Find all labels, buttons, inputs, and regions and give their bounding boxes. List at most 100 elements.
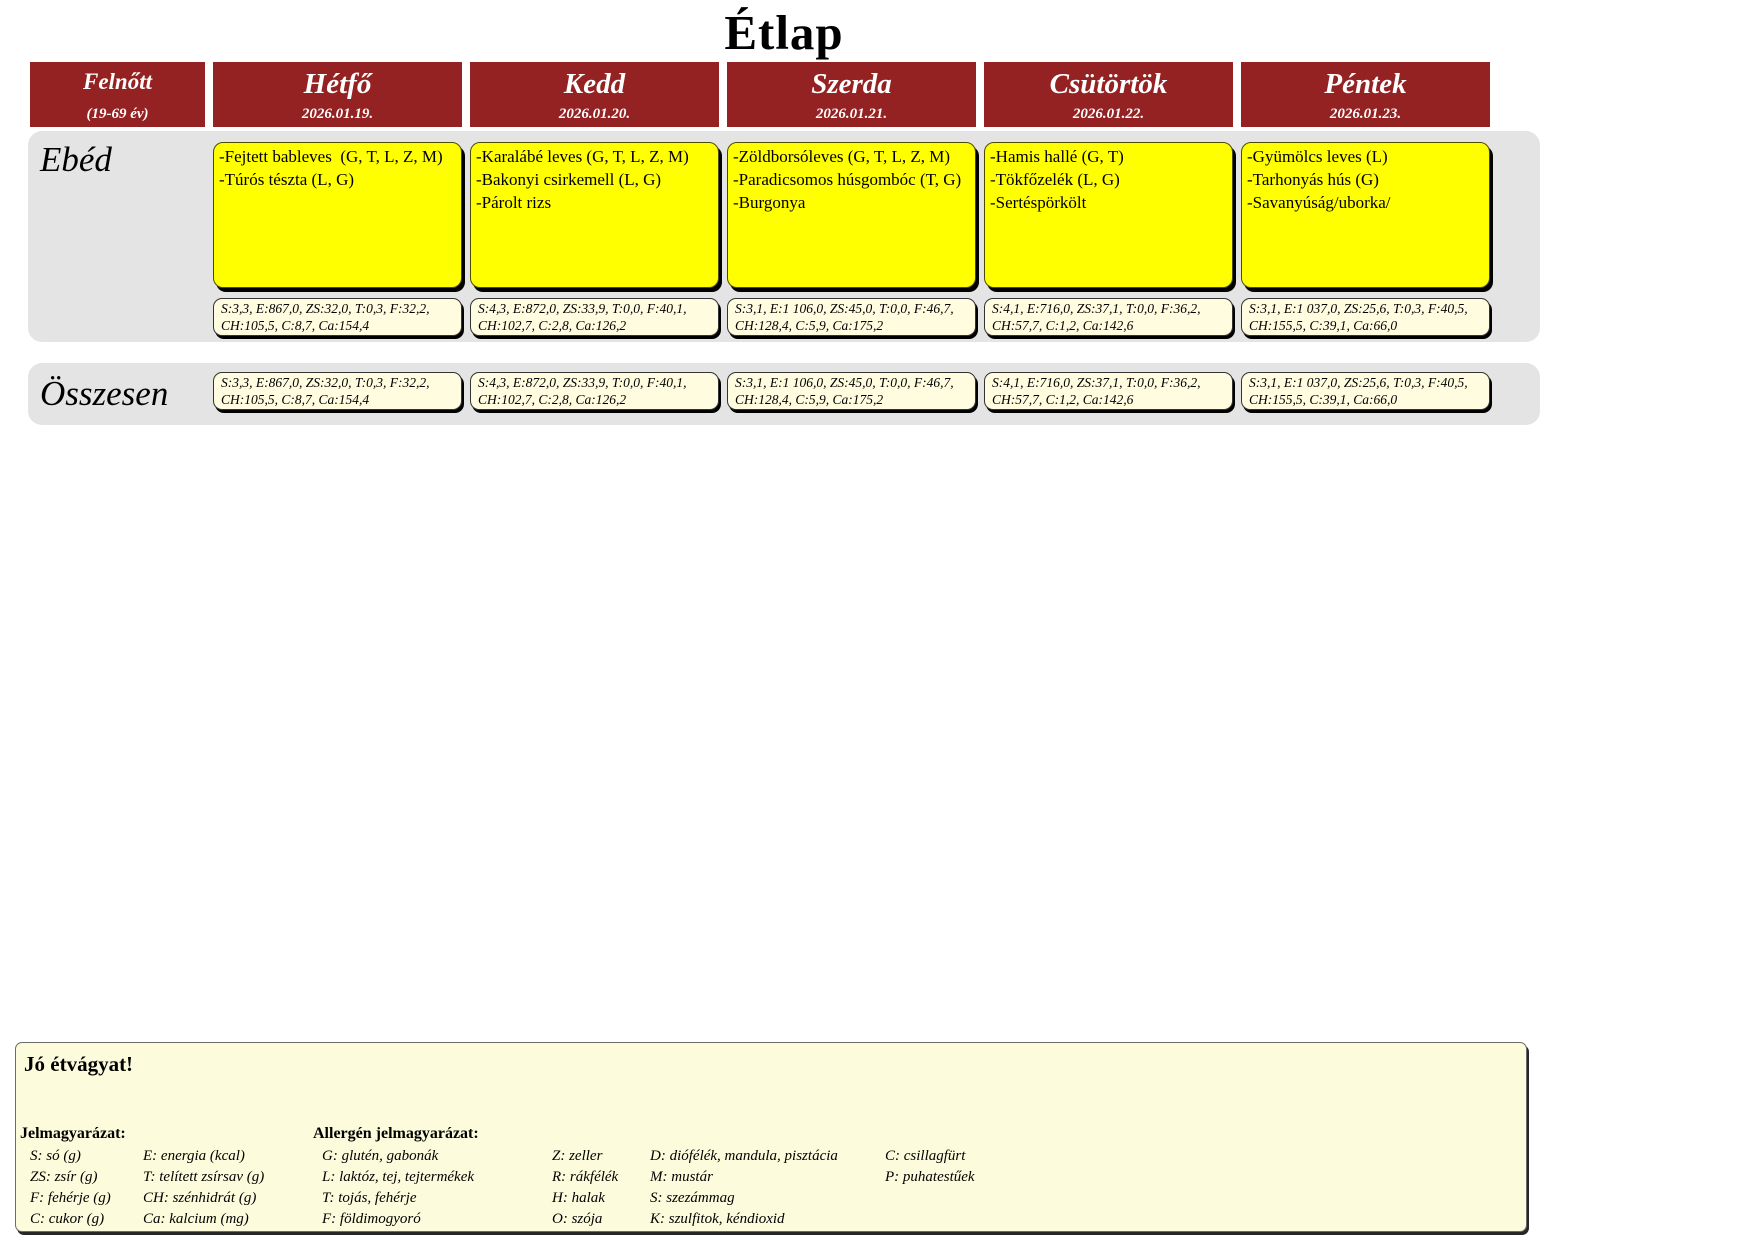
legend-column-nutrition-2: E: energia (kcal) T: telített zsírsav (g… xyxy=(143,1146,264,1230)
legend-entry: Ca: kalcium (mg) xyxy=(143,1211,249,1227)
menu-item: -Zöldborsóleves (G, T, L, Z, M) xyxy=(733,147,951,166)
lunch-menu-wednesday: -Zöldborsóleves (G, T, L, Z, M) -Paradic… xyxy=(727,142,976,288)
nutrition-line: CH:155,5, C:39,1, Ca:66,0 xyxy=(1249,318,1398,333)
nutrition-line: S:3,1, E:1 106,0, ZS:45,0, T:0,0, F:46,7… xyxy=(735,375,954,390)
day-header-thursday: Csütörtök 2026.01.22. xyxy=(984,62,1233,127)
day-date: 2026.01.23. xyxy=(1329,106,1402,122)
nutrition-line: CH:105,5, C:8,7, Ca:154,4 xyxy=(221,392,370,407)
nutrition-line: S:3,3, E:867,0, ZS:32,0, T:0,3, F:32,2, xyxy=(221,375,430,390)
nutrition-line: S:4,1, E:716,0, ZS:37,1, T:0,0, F:36,2, xyxy=(992,375,1201,390)
legend-column-allergen-4: C: csillagfürt P: puhatestűek xyxy=(885,1146,975,1188)
nutrition-line: CH:155,5, C:39,1, Ca:66,0 xyxy=(1249,392,1398,407)
nutrition-line: S:3,1, E:1 106,0, ZS:45,0, T:0,0, F:46,7… xyxy=(735,301,954,316)
legend-entry: E: energia (kcal) xyxy=(143,1148,245,1164)
total-nutrition-monday: S:3,3, E:867,0, ZS:32,0, T:0,3, F:32,2, … xyxy=(213,372,462,410)
lunch-row-label: Ebéd xyxy=(40,140,112,179)
nutrition-line: CH:102,7, C:2,8, Ca:126,2 xyxy=(478,392,627,407)
day-date: 2026.01.22. xyxy=(1072,106,1145,122)
legend-entry: O: szója xyxy=(552,1211,603,1227)
lunch-nutrition-tuesday: S:4,3, E:872,0, ZS:33,9, T:0,0, F:40,1, … xyxy=(470,298,719,336)
day-name: Péntek xyxy=(1324,68,1407,100)
legend-entry: C: csillagfürt xyxy=(885,1148,966,1164)
nutrition-line: CH:102,7, C:2,8, Ca:126,2 xyxy=(478,318,627,333)
legend-entry: L: laktóz, tej, tejtermékek xyxy=(322,1169,475,1185)
day-name: Kedd xyxy=(563,68,626,100)
day-date: 2026.01.20. xyxy=(558,106,631,122)
nutrition-line: CH:128,4, C:5,9, Ca:175,2 xyxy=(735,318,884,333)
menu-item: -Túrós tészta (L, G) xyxy=(219,170,355,189)
legend-entry: Z: zeller xyxy=(552,1148,603,1164)
menu-item: -Paradicsomos húsgombóc (T, G) xyxy=(733,170,962,189)
nutrition-line: S:4,1, E:716,0, ZS:37,1, T:0,0, F:36,2, xyxy=(992,301,1201,316)
audience-header-cell: Felnőtt (19-69 év) xyxy=(30,62,205,127)
lunch-nutrition-friday: S:3,1, E:1 037,0, ZS:25,6, T:0,3, F:40,5… xyxy=(1241,298,1490,336)
legend-column-allergen-2: Z: zeller R: rákfélék H: halak O: szója xyxy=(552,1146,618,1230)
nutrition-line: S:4,3, E:872,0, ZS:33,9, T:0,0, F:40,1, xyxy=(478,301,687,316)
lunch-menu-thursday: -Hamis hallé (G, T) -Tökfőzelék (L, G) -… xyxy=(984,142,1233,288)
legend-entry: K: szulfitok, kéndioxid xyxy=(650,1211,785,1227)
nutrition-line: CH:57,7, C:1,2, Ca:142,6 xyxy=(992,392,1134,407)
menu-item: -Karalábé leves (G, T, L, Z, M) xyxy=(476,147,689,166)
nutrition-line: S:3,3, E:867,0, ZS:32,0, T:0,3, F:32,2, xyxy=(221,301,430,316)
day-date: 2026.01.21. xyxy=(815,106,888,122)
menu-item: -Fejtett bableves (G, T, L, Z, M) xyxy=(219,147,443,166)
day-header-monday: Hétfő 2026.01.19. xyxy=(213,62,462,127)
day-date: 2026.01.19. xyxy=(301,106,374,122)
legend-entry: G: glutén, gabonák xyxy=(322,1148,439,1164)
nutrition-line: CH:105,5, C:8,7, Ca:154,4 xyxy=(221,318,370,333)
menu-item: -Tökfőzelék (L, G) xyxy=(990,170,1120,189)
lunch-nutrition-monday: S:3,3, E:867,0, ZS:32,0, T:0,3, F:32,2, … xyxy=(213,298,462,336)
menu-item: -Sertéspörkölt xyxy=(990,193,1087,212)
legend-column-allergen-3: D: diófélék, mandula, pisztácia M: mustá… xyxy=(650,1146,838,1230)
legend-entry: T: tojás, fehérje xyxy=(322,1190,417,1206)
menu-item: -Savanyúság/uborka/ xyxy=(1247,193,1391,212)
total-row-label: Összesen xyxy=(40,374,169,413)
legend-entry: S: só (g) xyxy=(30,1148,81,1164)
nutrition-line: S:3,1, E:1 037,0, ZS:25,6, T:0,3, F:40,5… xyxy=(1249,375,1468,390)
legend-entry: R: rákfélék xyxy=(552,1169,619,1185)
menu-item: -Hamis hallé (G, T) xyxy=(990,147,1124,166)
legend-entry: F: földimogyoró xyxy=(322,1211,421,1227)
legend-entry: ZS: zsír (g) xyxy=(30,1169,98,1185)
legend-entry: D: diófélék, mandula, pisztácia xyxy=(650,1148,838,1164)
nutrition-line: S:4,3, E:872,0, ZS:33,9, T:0,0, F:40,1, xyxy=(478,375,687,390)
lunch-menu-friday: -Gyümölcs leves (L) -Tarhonyás hús (G) -… xyxy=(1241,142,1490,288)
total-nutrition-tuesday: S:4,3, E:872,0, ZS:33,9, T:0,0, F:40,1, … xyxy=(470,372,719,410)
nutrition-line: CH:57,7, C:1,2, Ca:142,6 xyxy=(992,318,1134,333)
legend-entry: S: szezámmag xyxy=(650,1190,735,1206)
total-nutrition-friday: S:3,1, E:1 037,0, ZS:25,6, T:0,3, F:40,5… xyxy=(1241,372,1490,410)
day-header-wednesday: Szerda 2026.01.21. xyxy=(727,62,976,127)
legend-entry: T: telített zsírsav (g) xyxy=(143,1169,265,1185)
footer-note-box xyxy=(15,1042,1527,1232)
menu-item: -Bakonyi csirkemell (L, G) xyxy=(476,170,662,189)
legend-entry: CH: szénhidrát (g) xyxy=(143,1190,257,1206)
menu-item: -Burgonya xyxy=(733,193,806,212)
menu-item: -Tarhonyás hús (G) xyxy=(1247,170,1379,189)
total-nutrition-thursday: S:4,1, E:716,0, ZS:37,1, T:0,0, F:36,2, … xyxy=(984,372,1233,410)
day-name: Csütörtök xyxy=(1049,68,1168,100)
day-name: Hétfő xyxy=(303,68,372,100)
menu-item: -Párolt rizs xyxy=(476,193,552,212)
legend-column-allergen-1: G: glutén, gabonák L: laktóz, tej, tejte… xyxy=(322,1146,474,1230)
legend-entry: H: halak xyxy=(552,1190,605,1206)
lunch-nutrition-thursday: S:4,1, E:716,0, ZS:37,1, T:0,0, F:36,2, … xyxy=(984,298,1233,336)
lunch-menu-tuesday: -Karalábé leves (G, T, L, Z, M) -Bakonyi… xyxy=(470,142,719,288)
nutrition-line: CH:128,4, C:5,9, Ca:175,2 xyxy=(735,392,884,407)
total-nutrition-wednesday: S:3,1, E:1 106,0, ZS:45,0, T:0,0, F:46,7… xyxy=(727,372,976,410)
lunch-menu-monday: -Fejtett bableves (G, T, L, Z, M) -Túrós… xyxy=(213,142,462,288)
menu-item: -Gyümölcs leves (L) xyxy=(1247,147,1388,166)
page-title: Étlap xyxy=(724,5,844,60)
legend-entry: P: puhatestűek xyxy=(885,1169,975,1185)
legend-title: Jelmagyarázat: xyxy=(20,1125,126,1142)
allergen-legend-title: Allergén jelmagyarázat: xyxy=(313,1125,479,1142)
nutrition-line: S:3,1, E:1 037,0, ZS:25,6, T:0,3, F:40,5… xyxy=(1249,301,1468,316)
lunch-nutrition-wednesday: S:3,1, E:1 106,0, ZS:45,0, T:0,0, F:46,7… xyxy=(727,298,976,336)
day-header-tuesday: Kedd 2026.01.20. xyxy=(470,62,719,127)
legend-entry: F: fehérje (g) xyxy=(30,1190,111,1206)
audience-name: Felnőtt xyxy=(82,69,152,94)
day-name: Szerda xyxy=(811,68,892,100)
legend-entry: M: mustár xyxy=(650,1169,713,1185)
greeting-text: Jó étvágyat! xyxy=(24,1052,134,1076)
audience-age-range: (19-69 év) xyxy=(86,106,149,122)
